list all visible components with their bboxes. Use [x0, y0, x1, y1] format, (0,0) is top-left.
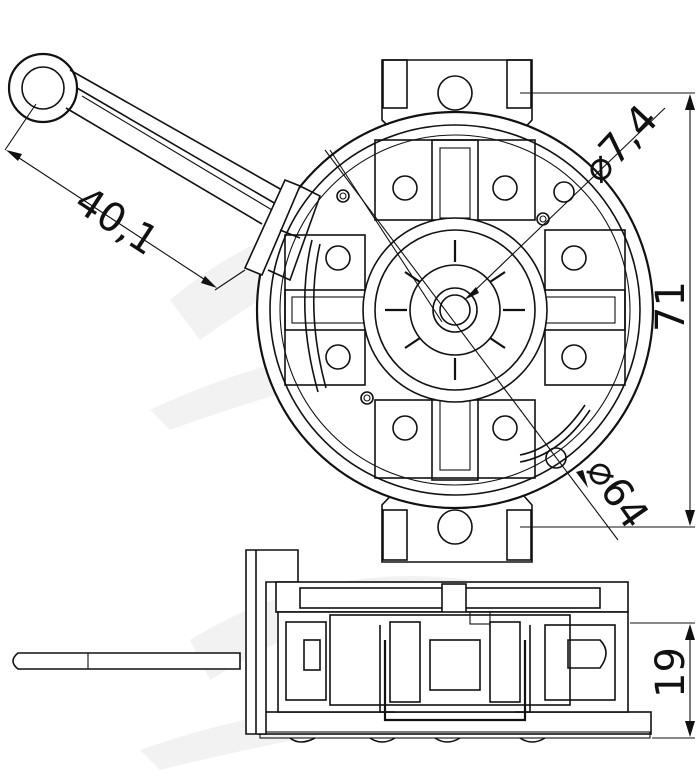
base-plate — [257, 711, 652, 735]
bottom-mount-hole — [437, 509, 473, 545]
side-bracket — [245, 549, 299, 735]
side-view — [12, 549, 652, 743]
dim-mount-height: 71 — [520, 92, 695, 528]
lever-arm — [7, 52, 321, 282]
dim-arm-length: 40,1 — [4, 103, 246, 291]
dim-side-height: 19 — [630, 622, 695, 739]
top-mount-hole — [437, 75, 473, 111]
lever-eye-inner — [21, 66, 65, 110]
dim-text-19: 19 — [648, 647, 694, 698]
housing-inner-circle — [269, 124, 641, 496]
side-shaft — [12, 652, 241, 670]
shaft-outer — [432, 287, 478, 333]
shaft-bore — [439, 294, 471, 326]
commutator-outer — [362, 217, 548, 403]
dim-text-40-1: 40,1 — [67, 178, 167, 265]
rivets — [336, 181, 575, 469]
top-view: 40,1 ⌀7,4 ⌀64 71 — [4, 52, 695, 563]
lever-eye-outer — [7, 52, 79, 124]
dim-text-64: ⌀64 — [577, 449, 658, 537]
dim-text-71: 71 — [648, 281, 694, 332]
